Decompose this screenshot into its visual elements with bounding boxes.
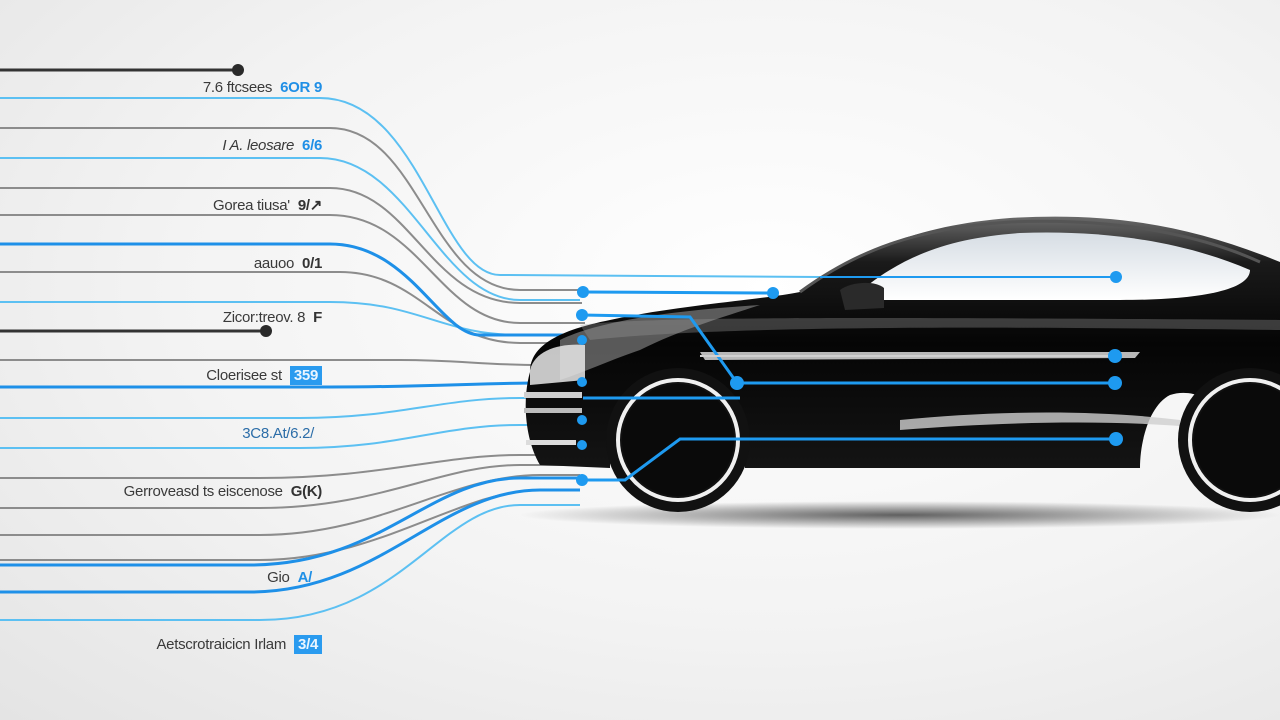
marker-dot	[1108, 376, 1122, 390]
marker-dot	[576, 474, 588, 486]
label-value: 9/↗	[297, 197, 322, 214]
car-illustration	[524, 216, 1280, 512]
streamlines-light-blue	[0, 97, 821, 621]
label-text: Gio	[267, 569, 290, 586]
marker-dot	[767, 287, 779, 299]
marker-dot	[260, 325, 272, 337]
label-row-8: Gerroveasd ts eiscenose G(K)	[0, 483, 323, 503]
label-value: 6/6	[302, 137, 322, 154]
label-row-2: I A. leosare 6/6	[0, 137, 322, 157]
label-value: 0/1	[302, 255, 322, 272]
car-shadow	[520, 501, 1280, 529]
flow-markers	[232, 64, 1123, 486]
label-text: aauoo	[253, 255, 295, 272]
label-row-10: Aetscrotraicicn Irlam 3/4	[0, 635, 322, 655]
label-text: Zicor:treov. 8	[222, 309, 306, 326]
label-text: 3C8.At/6.2/	[242, 425, 314, 442]
marker-dot	[232, 64, 244, 76]
label-row-5: Zicor:treov. 8 F	[0, 309, 322, 329]
marker-dot	[577, 415, 587, 425]
label-row-3: Gorea tiusa' 9/↗	[0, 196, 322, 216]
marker-dot	[576, 309, 588, 321]
marker-dot	[577, 440, 587, 450]
marker-dot	[1108, 349, 1122, 363]
label-text: Gorea tiusa'	[213, 196, 290, 214]
streamlines-blue	[0, 242, 585, 594]
label-text: 7.6 ftcsees	[202, 79, 273, 96]
marker-dot	[577, 377, 587, 387]
label-text: Gerroveasd ts eiscenose	[123, 483, 283, 500]
label-text: I A. leosare	[222, 137, 295, 154]
label-row-7: 3C8.At/6.2/	[0, 425, 322, 445]
label-value: G(K)	[290, 483, 323, 500]
side-mirror	[840, 282, 884, 310]
label-value: F	[313, 309, 322, 326]
label-value-badge: 359	[289, 366, 322, 385]
label-value: A/	[297, 569, 313, 586]
flow-lines-over-car	[581, 276, 1116, 482]
marker-dot	[1110, 271, 1122, 283]
label-value: 6OR 9	[280, 79, 322, 96]
label-row-4: aauoo 0/1	[0, 255, 322, 275]
label-text: Cloerisee st	[206, 367, 282, 384]
marker-dot	[577, 286, 589, 298]
marker-dot	[1109, 432, 1123, 446]
label-row-6: Cloerisee st 359	[0, 366, 322, 386]
label-value-badge: 3/4	[294, 635, 322, 654]
label-row-1: 7.6 ftcsees 6OR 9	[0, 79, 322, 99]
label-row-9: Gio A/	[0, 569, 322, 589]
marker-dot	[577, 335, 587, 345]
car-window	[850, 232, 1250, 300]
marker-dot	[730, 376, 744, 390]
label-text: Aetscrotraicicn Irlam	[156, 636, 287, 653]
leader-lines-dark	[0, 68, 266, 333]
